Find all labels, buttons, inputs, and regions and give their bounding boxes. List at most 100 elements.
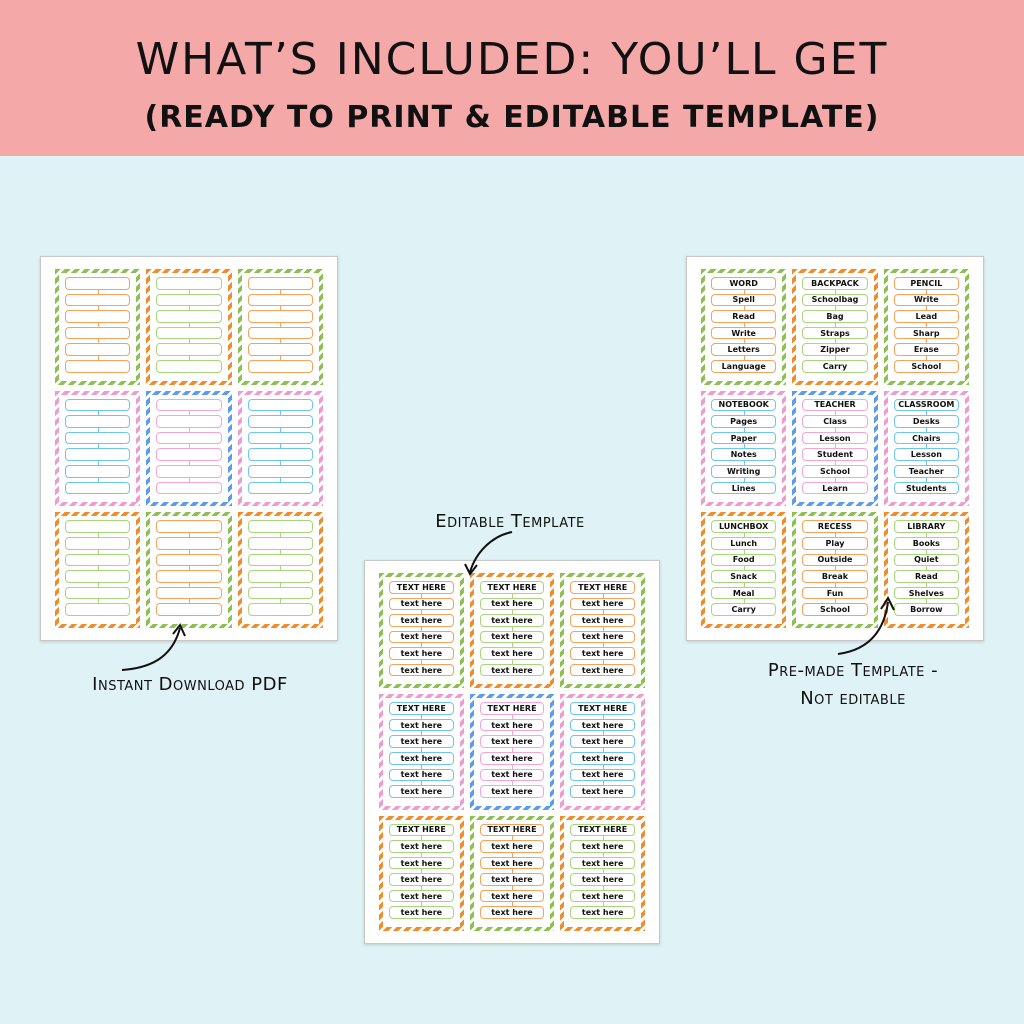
card-title: BACKPACK: [802, 277, 868, 290]
card-title: TEACHER: [802, 398, 868, 412]
card-title: TEXT HERE: [389, 581, 454, 594]
card-item: [65, 431, 131, 445]
card-item: [156, 553, 222, 567]
card-item: text here: [570, 597, 635, 611]
connector-line: [280, 404, 282, 488]
arrow-to-editable-icon: [464, 531, 513, 576]
card-item: text here: [479, 873, 545, 886]
card-item: Lunch: [711, 536, 777, 550]
card-item: [65, 603, 131, 616]
card-item: Books: [893, 536, 959, 550]
card-item: text here: [389, 718, 454, 732]
card-item: [156, 360, 222, 373]
card-item: Letters: [711, 343, 777, 357]
card-item: [156, 586, 222, 600]
card-item: [247, 343, 313, 357]
connector-line: [97, 283, 99, 367]
card-item: [156, 415, 222, 428]
card-item: text here: [389, 597, 454, 611]
card-item: Shelves: [893, 586, 959, 600]
connector-line: [188, 404, 190, 488]
connector-line: [926, 404, 928, 488]
card-item: Notes: [711, 448, 777, 462]
card-item: [65, 448, 131, 462]
card-title: CLASSROOM: [893, 398, 959, 412]
connector-line: [834, 526, 836, 610]
label-card: [146, 269, 232, 385]
label-card: [237, 390, 323, 507]
arrow-to-pdf-icon: [121, 623, 186, 671]
card-title: TEXT HERE: [479, 581, 545, 594]
card-item: [65, 553, 131, 567]
card-item: [156, 431, 222, 445]
connector-line: [602, 829, 604, 913]
card-item: text here: [479, 718, 545, 732]
card-item: [247, 310, 313, 323]
card-item: Learn: [802, 481, 868, 495]
card-title: [156, 398, 222, 412]
card-title: TEXT HERE: [570, 581, 635, 594]
connector-line: [511, 829, 513, 913]
connector-line: [743, 283, 745, 367]
card-item: text here: [479, 768, 545, 782]
connector-line: [743, 404, 745, 488]
card-item: Zipper: [802, 343, 868, 357]
card-item: Write: [893, 293, 959, 307]
card-item: [65, 586, 131, 600]
card-title: TEXT HERE: [389, 702, 454, 715]
premade-caption-line1: Pre-made Template -: [767, 660, 939, 681]
connector-line: [188, 283, 190, 367]
card-item: text here: [570, 906, 635, 919]
connector-line: [421, 708, 423, 792]
card-item: Read: [893, 570, 959, 583]
card-item: [156, 326, 222, 340]
card-item: Borrow: [893, 603, 959, 616]
card-item: [65, 570, 131, 583]
card-title: [247, 277, 313, 290]
card-title: RECESS: [802, 520, 868, 533]
pdf-caption: Instant Download PDF: [92, 674, 288, 695]
card-item: text here: [389, 614, 454, 627]
card-item: text here: [479, 889, 545, 903]
card-item: text here: [570, 840, 635, 853]
card-item: Paper: [711, 431, 777, 445]
card-item: Pages: [711, 415, 777, 428]
card-item: [247, 431, 313, 445]
card-item: Play: [802, 536, 868, 550]
arrow-to-premade-icon: [837, 595, 895, 655]
card-item: Spell: [711, 293, 777, 307]
card-title: TEXT HERE: [389, 823, 454, 837]
card-title: [247, 520, 313, 533]
card-item: [156, 448, 222, 462]
card-item: Quiet: [893, 553, 959, 567]
card-item: text here: [479, 856, 545, 870]
card-item: Class: [802, 415, 868, 428]
label-card: [55, 269, 141, 385]
connector-line: [743, 526, 745, 610]
pdf-sheet-preview: [40, 256, 338, 641]
connector-line: [188, 526, 190, 610]
card-item: [156, 343, 222, 357]
card-item: [247, 415, 313, 428]
card-item: School: [802, 465, 868, 478]
card-item: text here: [479, 906, 545, 919]
card-item: [65, 415, 131, 428]
card-item: text here: [570, 856, 635, 870]
card-item: Outside: [802, 553, 868, 567]
card-item: Students: [893, 481, 959, 495]
card-item: text here: [479, 597, 545, 611]
card-item: [65, 310, 131, 323]
card-item: Language: [711, 360, 777, 373]
card-title: [65, 398, 131, 412]
card-item: text here: [479, 614, 545, 627]
connector-line: [511, 587, 513, 671]
